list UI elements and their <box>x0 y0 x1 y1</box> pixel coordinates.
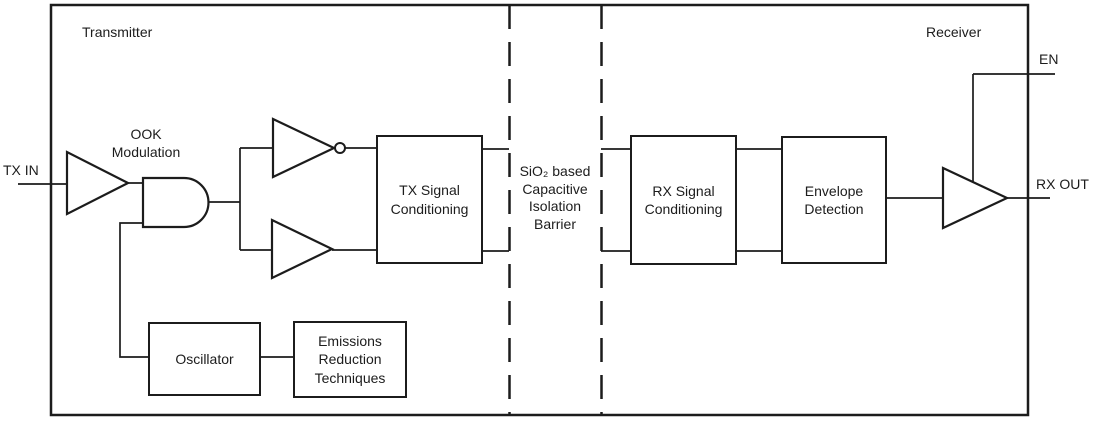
emissions-reduction-block: Emissions Reduction Techniques <box>293 321 407 398</box>
receiver-region-label: Receiver <box>926 24 982 40</box>
tx-input-buffer-icon <box>65 150 131 216</box>
envelope-detection-block: Envelope Detection <box>781 136 887 264</box>
signal-wires <box>18 73 1055 358</box>
tx-in-port-label: TX IN <box>3 162 39 178</box>
transmitter-region-label: Transmitter <box>82 24 153 40</box>
oscillator-block: Oscillator <box>148 322 261 396</box>
en-port-label: EN <box>1039 51 1059 67</box>
tx-signal-conditioning-block: TX Signal Conditioning <box>376 135 483 264</box>
non-inverting-buffer-icon <box>270 218 335 280</box>
rx-signal-conditioning-block: RX Signal Conditioning <box>630 135 737 265</box>
outer-border <box>49 3 1030 417</box>
isolation-barrier-label: SiO₂ based Capacitive Isolation Barrier <box>519 163 591 232</box>
rx-output-buffer-icon <box>941 166 1010 230</box>
and-gate-icon <box>141 176 210 229</box>
inverter-bubble-icon <box>334 142 346 154</box>
rx-out-port-label: RX OUT <box>1036 176 1089 192</box>
inverter-gate-icon <box>271 117 337 179</box>
ook-modulation-label: OOK Modulation <box>111 126 181 160</box>
